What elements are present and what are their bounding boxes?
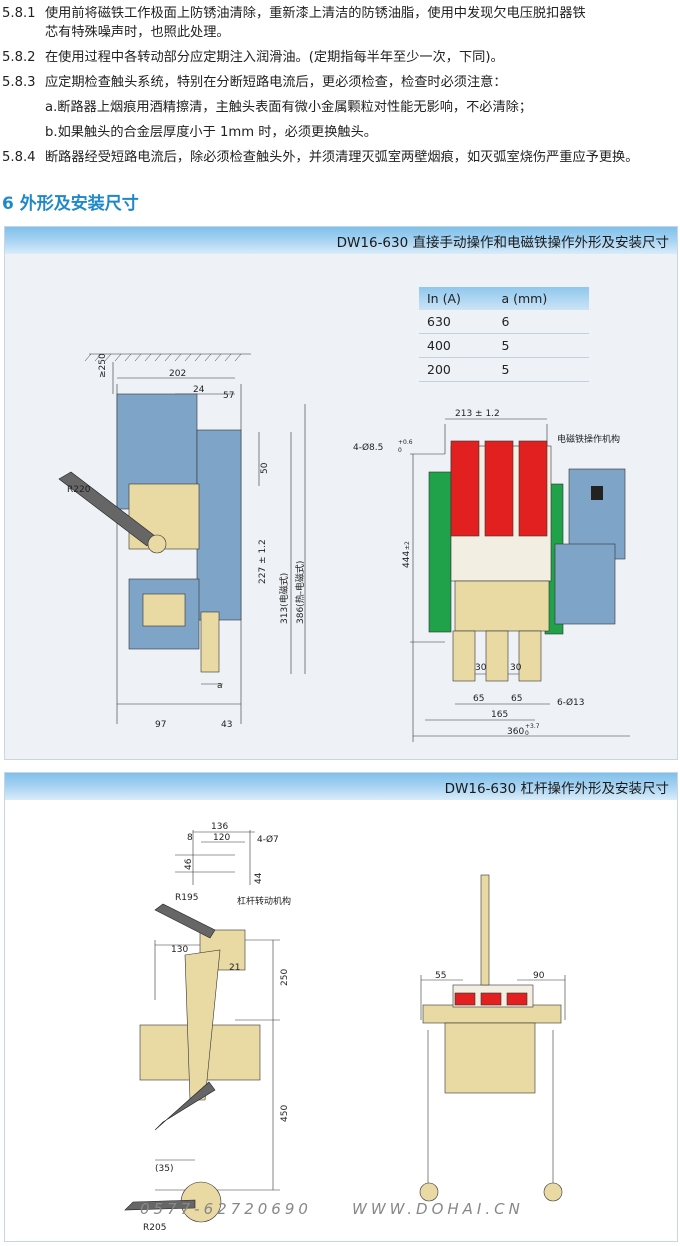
lever-chute-3 bbox=[506, 992, 528, 1006]
svg-text:R205: R205 bbox=[143, 1223, 166, 1233]
svg-text:R195: R195 bbox=[175, 893, 198, 903]
panel2-drawing: 136 8 120 4-Ø7 46 44 R195 杠杆转动机构 130 21 … bbox=[124, 822, 566, 1233]
svg-text:≥250: ≥250 bbox=[98, 353, 108, 378]
svg-text:444: 444 bbox=[402, 551, 412, 568]
lower-handle bbox=[124, 1199, 196, 1211]
svg-text:8: 8 bbox=[187, 833, 193, 843]
panel-manual-em: DW16-630 直接手动操作和电磁铁操作外形及安装尺寸 R220 bbox=[4, 226, 678, 760]
svg-text:202: 202 bbox=[169, 369, 186, 379]
arc-chute-2 bbox=[484, 440, 514, 537]
svg-text:65: 65 bbox=[511, 694, 522, 704]
svg-text:+3.7: +3.7 bbox=[525, 723, 540, 730]
svg-text:0: 0 bbox=[398, 447, 402, 454]
svg-text:24: 24 bbox=[193, 385, 205, 395]
watermark-phone: 0577-62720690 bbox=[140, 1200, 312, 1218]
svg-text:65: 65 bbox=[473, 694, 484, 704]
svg-text:21: 21 bbox=[229, 963, 240, 973]
svg-text:313(电磁式): 313(电磁式) bbox=[278, 573, 290, 624]
section-title: 6 外形及安装尺寸 bbox=[2, 194, 139, 214]
svg-text:30: 30 bbox=[510, 663, 522, 673]
lever-chute-2 bbox=[480, 992, 502, 1006]
svg-text:90: 90 bbox=[533, 971, 545, 981]
svg-text:(35): (35) bbox=[155, 1164, 173, 1174]
table-header: In (A)a (mm) bbox=[419, 287, 589, 310]
svg-text:R220: R220 bbox=[67, 485, 91, 495]
svg-text:±2: ±2 bbox=[404, 541, 411, 550]
panel1-header: DW16-630 直接手动操作和电磁铁操作外形及安装尺寸 bbox=[5, 227, 677, 254]
svg-text:386(热-电磁式): 386(热-电磁式) bbox=[294, 561, 306, 624]
svg-text:55: 55 bbox=[435, 971, 446, 981]
svg-text:43: 43 bbox=[221, 720, 232, 730]
svg-text:227 ± 1.2: 227 ± 1.2 bbox=[258, 539, 268, 584]
panel2-header: DW16-630 杠杆操作外形及安装尺寸 bbox=[5, 773, 677, 800]
svg-text:450: 450 bbox=[280, 1105, 290, 1122]
svg-text:120: 120 bbox=[213, 833, 230, 843]
svg-text:6-Ø13: 6-Ø13 bbox=[557, 697, 585, 708]
panel1-title: DW16-630 直接手动操作和电磁铁操作外形及安装尺寸 bbox=[336, 235, 669, 251]
arc-chute-3 bbox=[518, 440, 548, 537]
svg-text:165: 165 bbox=[491, 710, 508, 720]
svg-text:a: a bbox=[217, 681, 223, 691]
panel-lever: DW16-630 杠杆操作外形及安装尺寸 136 8 120 4-Ø7 46 bbox=[4, 772, 678, 1242]
lever-chute-1 bbox=[454, 992, 476, 1006]
svg-text:130: 130 bbox=[171, 945, 188, 955]
svg-text:360: 360 bbox=[507, 727, 524, 737]
svg-text:4-Ø8.5: 4-Ø8.5 bbox=[353, 442, 383, 453]
svg-text:4-Ø7: 4-Ø7 bbox=[257, 834, 279, 845]
svg-text:46: 46 bbox=[184, 858, 194, 870]
svg-text:杠杆转动机构: 杠杆转动机构 bbox=[237, 895, 291, 907]
arc-chute-1 bbox=[450, 440, 480, 537]
svg-text:136: 136 bbox=[211, 822, 228, 832]
svg-text:30: 30 bbox=[475, 663, 487, 673]
upper-handle bbox=[154, 903, 216, 939]
svg-text:+0.6: +0.6 bbox=[398, 439, 413, 446]
svg-text:0: 0 bbox=[525, 730, 529, 737]
svg-text:电磁铁操作机构: 电磁铁操作机构 bbox=[557, 433, 620, 445]
panel2-title: DW16-630 杠杆操作外形及安装尺寸 bbox=[444, 781, 669, 797]
side-body bbox=[196, 429, 242, 621]
svg-text:250: 250 bbox=[280, 969, 290, 986]
svg-text:213 ± 1.2: 213 ± 1.2 bbox=[455, 409, 500, 419]
svg-text:44: 44 bbox=[254, 872, 264, 884]
svg-text:50: 50 bbox=[260, 462, 270, 474]
green-bracket-left bbox=[428, 471, 452, 633]
svg-text:97: 97 bbox=[155, 720, 166, 730]
watermark-site: WWW.DOHAI.CN bbox=[352, 1200, 524, 1218]
panel1-drawing: R220 ≥250 202 24 57 50 227 ± 1.2 313(电磁式… bbox=[58, 353, 630, 742]
svg-text:57: 57 bbox=[223, 391, 234, 401]
